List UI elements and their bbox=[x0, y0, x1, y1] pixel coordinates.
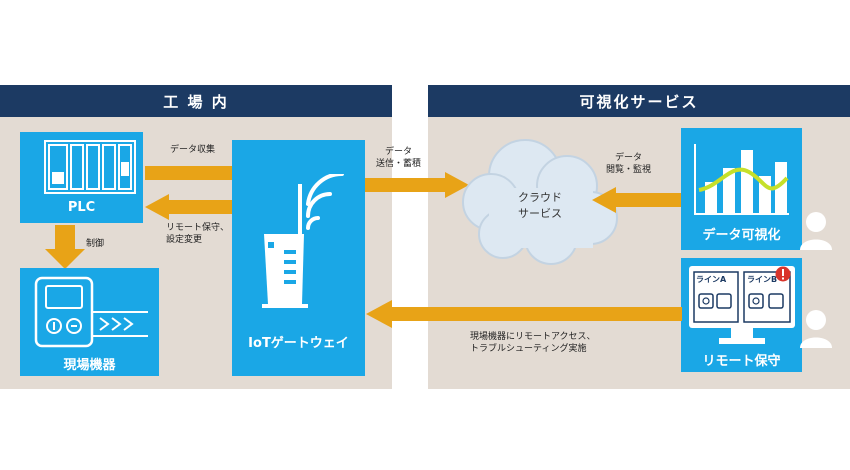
plc-box: PLC bbox=[20, 132, 143, 223]
service-header: 可視化サービス bbox=[428, 85, 850, 117]
remote-access-label: 現場機器にリモートアクセス、 トラブルシューティング実施 bbox=[470, 331, 596, 355]
iot-gateway-box: IoTゲートウェイ bbox=[232, 140, 365, 376]
data-view-arrow bbox=[592, 187, 692, 213]
gateway-device-icon bbox=[262, 174, 344, 308]
control-arrow bbox=[45, 225, 85, 269]
remote-settings-arrow bbox=[145, 194, 257, 220]
cloud-service-label: クラウド サービス bbox=[505, 190, 575, 222]
factory-title: 工 場 内 bbox=[163, 92, 229, 111]
factory-header: 工 場 内 bbox=[0, 85, 392, 117]
data-collect-arrow bbox=[145, 160, 257, 186]
service-title: 可視化サービス bbox=[579, 92, 699, 111]
line-b-label: ラインB bbox=[747, 275, 778, 284]
view-monitor-label: データ 閲覧・監視 bbox=[606, 152, 651, 176]
plc-device-icon bbox=[44, 140, 136, 194]
view-monitor-label-line2: 閲覧・監視 bbox=[606, 165, 652, 175]
send-store-label-line1: データ bbox=[385, 147, 413, 157]
user-icon bbox=[800, 212, 832, 250]
remote-maintenance-box: ラインA ラインB リモート保守 bbox=[681, 258, 802, 372]
send-store-label: データ 送信・蓄積 bbox=[376, 146, 421, 170]
data-send-arrow bbox=[365, 172, 469, 198]
remote-settings-label: リモート保守、 設定変更 bbox=[166, 222, 229, 246]
cloud-icon bbox=[462, 139, 618, 265]
data-collect-label: データ収集 bbox=[170, 145, 216, 155]
send-store-label-line2: 送信・蓄積 bbox=[376, 159, 422, 169]
field-equipment-icon bbox=[34, 276, 148, 348]
monitor-icon bbox=[689, 266, 795, 344]
cloud-service-label-line2: サービス bbox=[518, 207, 562, 220]
field-equipment-box: 現場機器 bbox=[20, 268, 159, 376]
remote-access-arrow bbox=[366, 300, 682, 328]
view-monitor-label-line1: データ bbox=[615, 153, 643, 163]
control-label: 制御 bbox=[86, 239, 105, 249]
field-equipment-label: 現場機器 bbox=[63, 358, 116, 373]
remote-access-label-line2: トラブルシューティング実施 bbox=[470, 344, 587, 354]
bar-chart-icon bbox=[694, 144, 789, 215]
cloud-service-label-line1: クラウド bbox=[518, 191, 562, 204]
data-visualization-box: データ可視化 bbox=[681, 128, 802, 250]
remote-settings-label-line1: リモート保守、 bbox=[166, 223, 230, 233]
remote-settings-label-line2: 設定変更 bbox=[166, 235, 203, 245]
alert-icon bbox=[775, 266, 791, 282]
plc-label: PLC bbox=[67, 200, 96, 215]
remote-maintenance-label: リモート保守 bbox=[702, 354, 781, 369]
line-a-label: ラインA bbox=[696, 275, 727, 284]
user-icon bbox=[800, 310, 832, 348]
data-visualization-label: データ可視化 bbox=[702, 228, 781, 243]
iot-gateway-label: IoTゲートウェイ bbox=[248, 336, 349, 351]
remote-access-label-line1: 現場機器にリモートアクセス、 bbox=[470, 332, 596, 342]
